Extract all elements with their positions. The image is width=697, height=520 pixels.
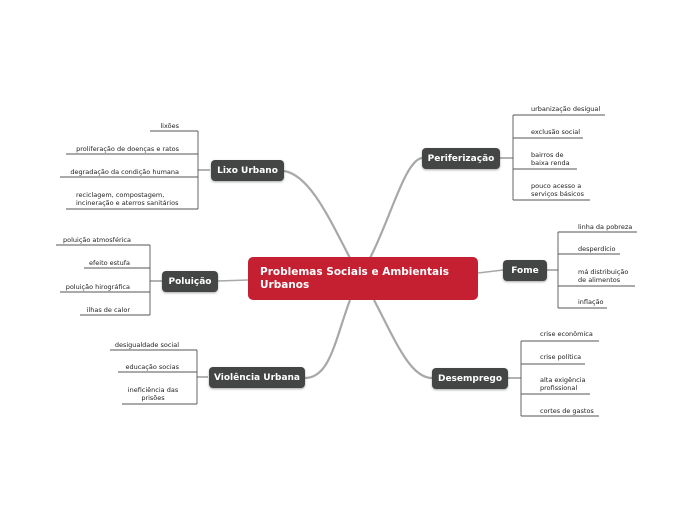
- leaf-desperdicio[interactable]: desperdício: [578, 245, 616, 253]
- topic-fome[interactable]: Fome: [503, 260, 547, 281]
- topic-periferizacao[interactable]: Periferização: [422, 148, 500, 169]
- leaf-lixoes[interactable]: lixões: [160, 122, 179, 130]
- leaf-linha-da-pobreza[interactable]: linha da pobreza: [578, 223, 633, 231]
- leaf-inflacao[interactable]: inflação: [578, 298, 604, 306]
- leaf-reciclagem[interactable]: reciclagem, compostagem, incineração e a…: [76, 191, 179, 207]
- leaf-pouco-acesso[interactable]: pouco acesso a serviços básicos: [531, 182, 584, 198]
- leaf-ineficiencia-prisoes[interactable]: ineficiência das prisões: [127, 386, 179, 402]
- leaf-proliferacao[interactable]: proliferação de doenças e ratos: [76, 145, 179, 153]
- topic-violencia-urbana[interactable]: Violência Urbana: [209, 367, 305, 388]
- leaf-desigualdade-social[interactable]: desigualdade social: [114, 341, 179, 349]
- leaf-degradacao[interactable]: degradação da condição humana: [70, 168, 179, 176]
- leaf-bairros-baixa-renda[interactable]: bairros de baixa renda: [531, 151, 570, 167]
- leaf-ma-distribuicao[interactable]: má distribuição de alimentos: [578, 268, 629, 284]
- leaf-efeito-estufa[interactable]: efeito estufa: [88, 259, 130, 267]
- leaf-alta-exigencia[interactable]: alta exigência profissional: [540, 376, 586, 392]
- leaf-educacao-socias[interactable]: educação socias: [125, 363, 179, 371]
- leaf-poluicao-hirografica[interactable]: poluição hirográfica: [65, 283, 130, 291]
- topic-poluicao[interactable]: Poluição: [162, 271, 218, 292]
- leaf-exclusao-social[interactable]: exclusão social: [531, 128, 581, 136]
- leaf-crise-economica[interactable]: crise econômica: [540, 330, 593, 338]
- leaf-ilhas-de-calor[interactable]: ilhas de calor: [86, 306, 130, 314]
- leaf-crise-politica[interactable]: crise política: [540, 353, 582, 361]
- topic-lixo-urbano[interactable]: Lixo Urbano: [211, 160, 284, 181]
- leaf-cortes-de-gastos[interactable]: cortes de gastos: [540, 407, 594, 415]
- central-topic[interactable]: Problemas Sociais e Ambientais Urbanos: [248, 257, 478, 300]
- topic-desemprego[interactable]: Desemprego: [432, 368, 508, 389]
- leaf-poluicao-atmosferica[interactable]: poluição atmosférica: [63, 236, 131, 244]
- leaf-urbanizacao-desigual[interactable]: urbanização desigual: [531, 105, 601, 113]
